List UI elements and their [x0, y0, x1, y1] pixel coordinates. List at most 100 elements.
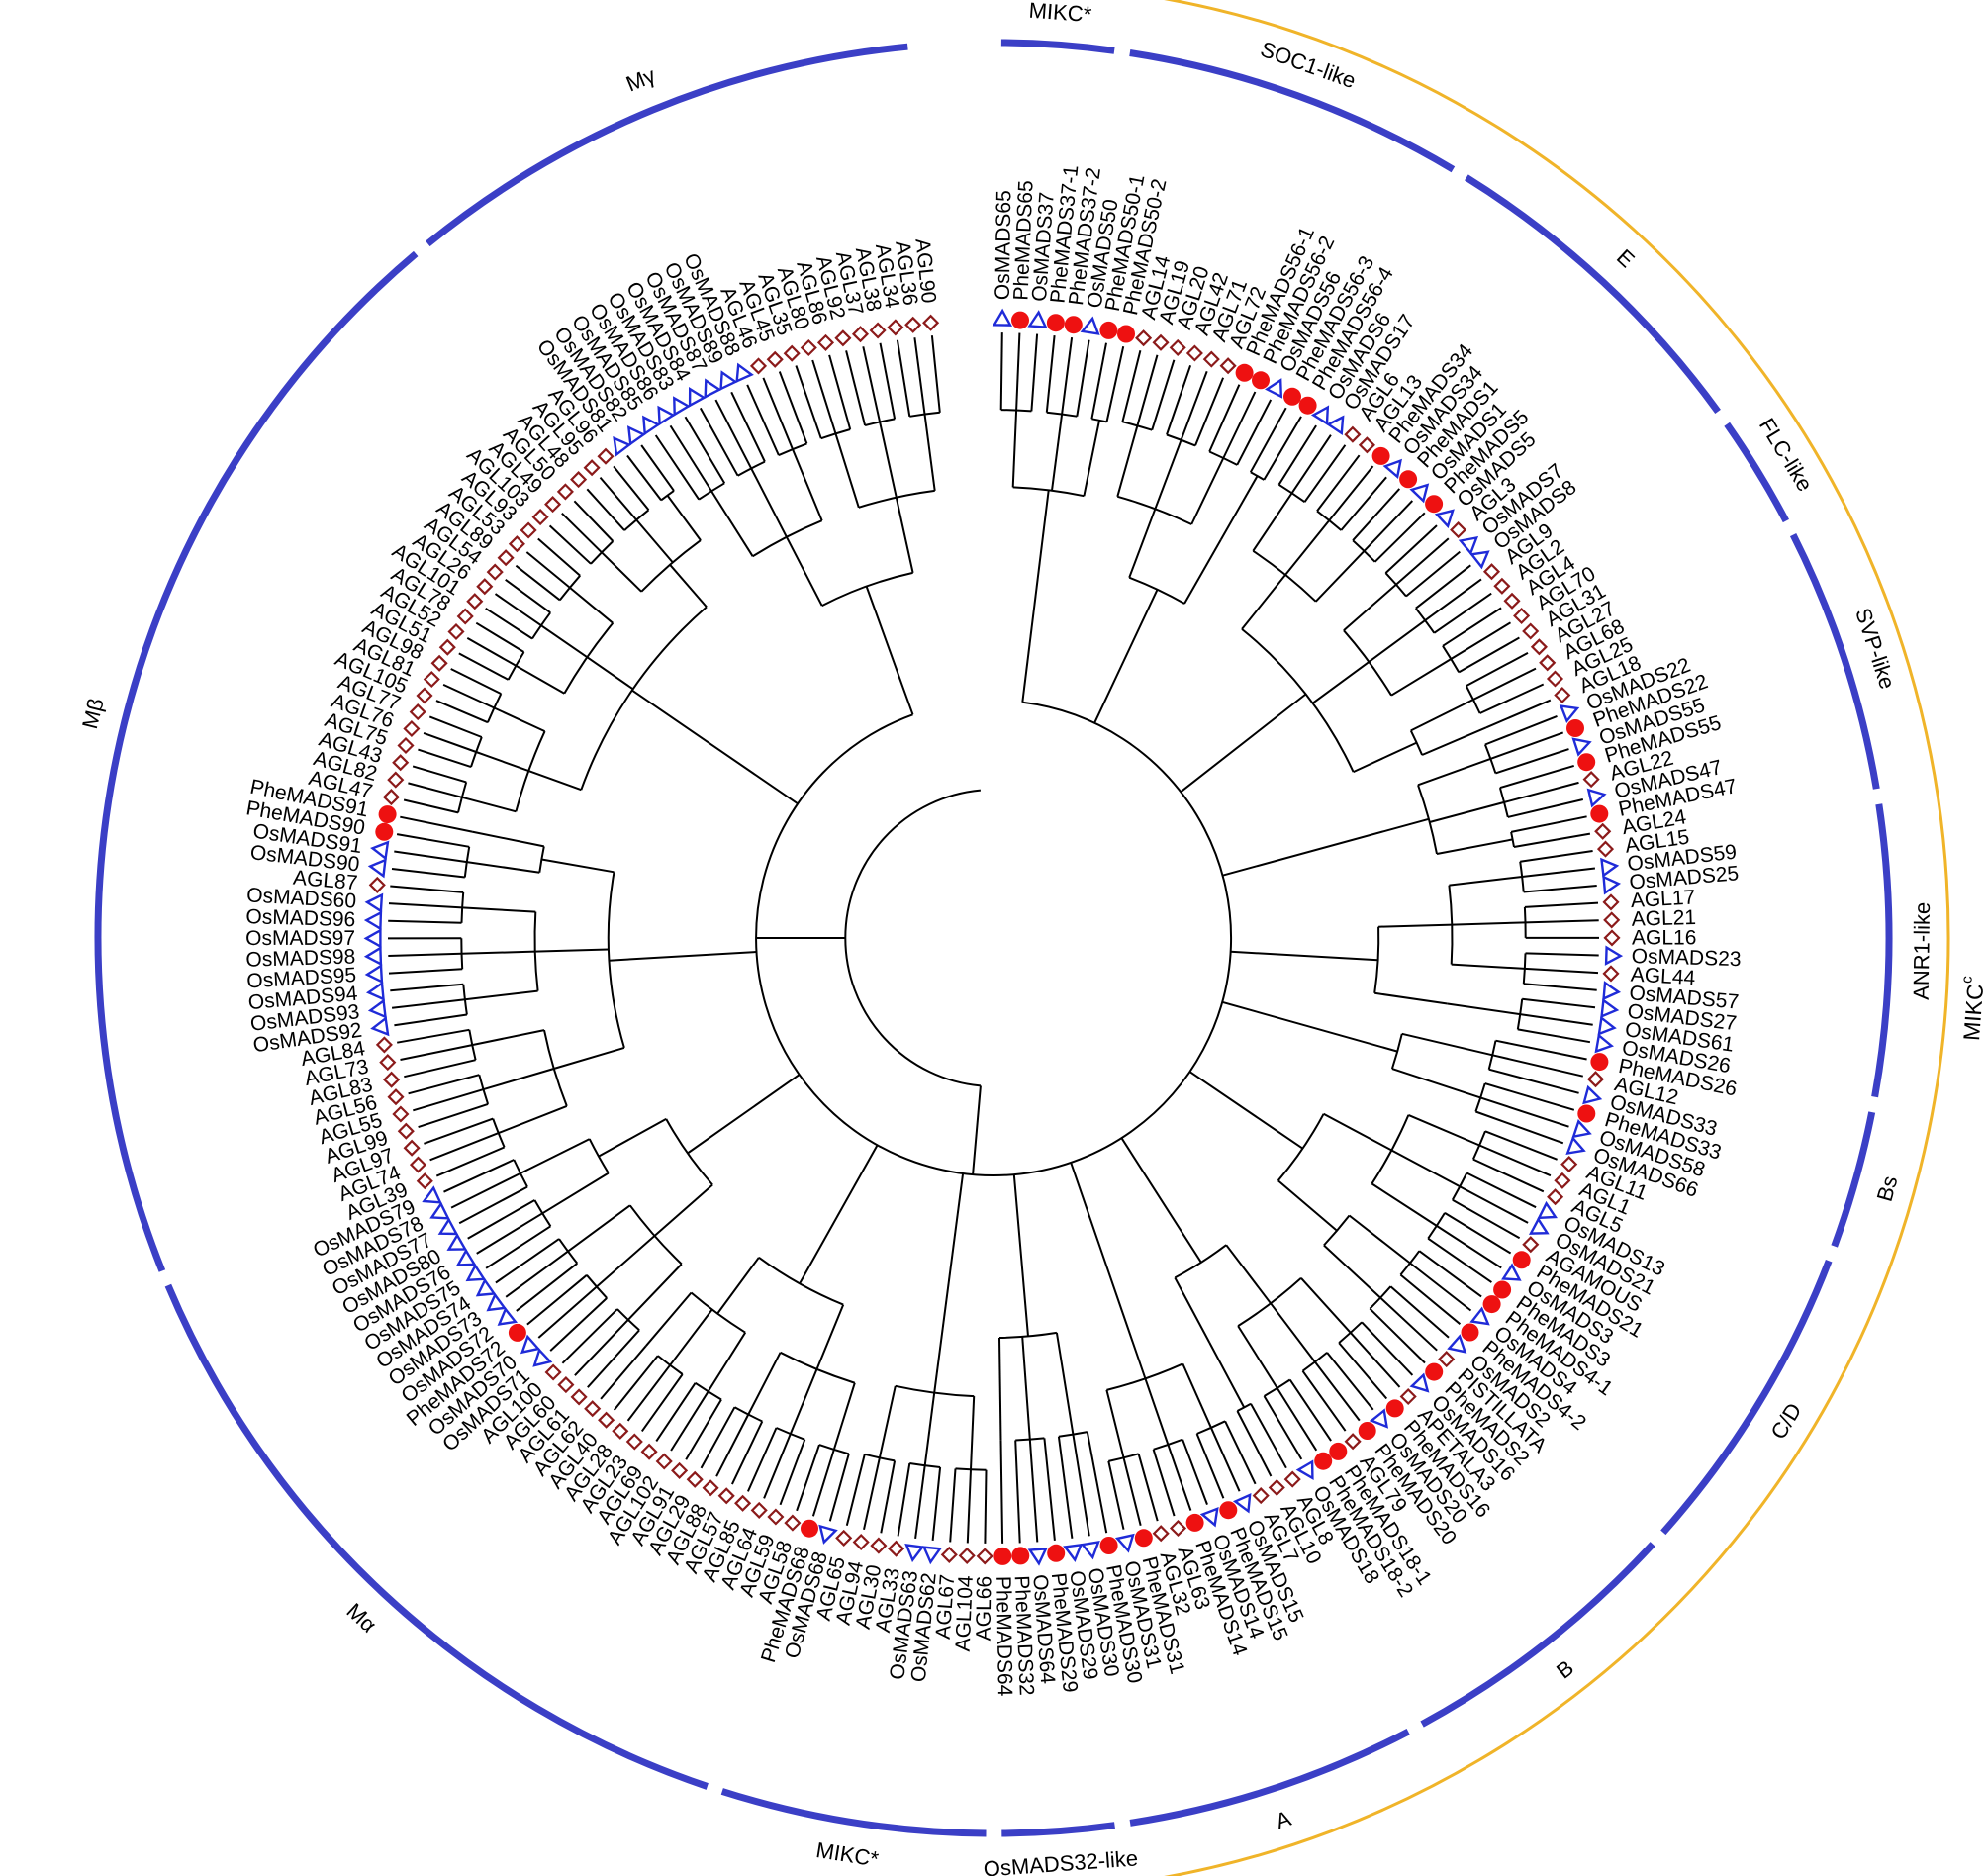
triangle-marker — [1080, 316, 1100, 335]
diamond-marker — [800, 338, 817, 357]
triangle-marker — [1602, 875, 1622, 895]
subfamily-arc — [720, 1788, 987, 1837]
triangle-marker — [1027, 310, 1048, 328]
diamond-marker — [1522, 622, 1540, 640]
leaf-label: AGL66 — [973, 1576, 996, 1642]
circle-marker — [1371, 446, 1390, 465]
triangle-marker — [1528, 1216, 1550, 1235]
triangle-marker — [1027, 1548, 1048, 1566]
subfamily-arc — [1831, 1111, 1876, 1248]
circle-marker — [1219, 1501, 1238, 1520]
subfamily-label: MIKC* — [814, 1837, 881, 1872]
diamond-marker — [368, 876, 386, 893]
circle-marker — [801, 1519, 818, 1538]
subfamily-label: Bs — [1872, 1173, 1903, 1204]
circle-marker — [1577, 1104, 1596, 1123]
triangle-marker — [486, 1292, 507, 1312]
triangle-marker — [1501, 1263, 1522, 1281]
diamond-marker — [447, 622, 465, 641]
diamond-marker — [1135, 329, 1153, 347]
leaf-label: OsMADS23 — [1631, 945, 1741, 971]
triangle-marker — [365, 981, 385, 1001]
triangle-marker — [422, 1185, 442, 1204]
triangle-marker — [1559, 704, 1580, 724]
circle-marker — [1298, 396, 1317, 415]
diamond-marker — [531, 509, 549, 526]
subfamily-label: MIKC* — [1028, 0, 1093, 27]
diamond-marker — [767, 1508, 785, 1526]
diamond-marker — [1596, 840, 1615, 858]
triangle-marker — [1382, 458, 1402, 480]
circle-marker — [375, 822, 394, 841]
diamond-marker — [476, 578, 494, 596]
triangle-marker — [1600, 857, 1620, 878]
triangle-marker — [455, 1248, 477, 1266]
circle-marker — [1425, 495, 1444, 514]
triangle-marker — [1571, 1118, 1592, 1139]
subfamily-arc — [1465, 174, 1721, 414]
diamond-marker — [1344, 425, 1362, 443]
triangle-marker — [626, 425, 646, 446]
diamond-marker — [1482, 563, 1501, 581]
diamond-marker — [557, 1376, 575, 1394]
diamond-marker — [416, 687, 433, 704]
circle-marker — [1425, 1362, 1444, 1381]
triangle-marker — [1434, 509, 1455, 529]
diamond-marker — [783, 344, 801, 362]
diamond-marker — [1602, 893, 1620, 911]
diamond-marker — [409, 704, 426, 721]
triangle-marker — [1265, 378, 1283, 399]
triangle-marker — [642, 415, 661, 436]
subfamily-label: OsMADS32-like — [983, 1845, 1139, 1876]
diamond-marker — [1546, 670, 1564, 688]
circle-marker — [1493, 1280, 1512, 1299]
diamond-marker — [1185, 344, 1203, 362]
diamond-marker — [834, 329, 852, 347]
subfamily-arc — [426, 43, 908, 247]
subfamily-label: C/D — [1765, 1399, 1806, 1444]
diamond-marker — [383, 1071, 401, 1088]
diamond-marker — [655, 1453, 673, 1470]
diamond-marker — [749, 357, 768, 375]
circle-marker — [1047, 1544, 1066, 1562]
tree-branches — [387, 332, 1599, 1544]
triangle-marker — [363, 928, 382, 949]
diamond-marker — [1503, 592, 1521, 610]
subfamily-arc — [164, 1283, 709, 1790]
diamond-marker — [1493, 577, 1511, 595]
circle-marker — [1235, 363, 1254, 382]
diamond-marker — [430, 654, 448, 672]
diamond-marker — [1603, 929, 1621, 947]
diamond-marker — [397, 1122, 415, 1140]
triangle-marker — [367, 858, 387, 879]
circle-marker — [993, 1547, 1012, 1565]
diamond-marker — [784, 1514, 802, 1532]
diamond-marker — [397, 736, 415, 755]
subfamily-label: Mγ — [622, 62, 659, 96]
diamond-marker — [598, 1411, 615, 1429]
diamond-marker — [544, 496, 562, 514]
circle-marker — [378, 805, 397, 824]
circle-marker — [1385, 1399, 1404, 1418]
triangle-marker — [1582, 1084, 1603, 1105]
triangle-marker — [1565, 1135, 1586, 1156]
diamond-marker — [497, 549, 515, 567]
diamond-marker — [423, 670, 440, 689]
triangle-marker — [688, 387, 707, 408]
diamond-marker — [976, 1548, 993, 1565]
diamond-marker — [1530, 638, 1548, 656]
diamond-marker — [1594, 822, 1612, 840]
triangle-marker — [735, 362, 754, 384]
circle-marker — [1011, 311, 1029, 329]
subfamily-label: A — [1273, 1806, 1294, 1833]
diamond-marker — [1252, 1487, 1270, 1505]
circle-marker — [1134, 1529, 1153, 1548]
circle-marker — [1185, 1513, 1204, 1532]
leaf-label: AGL16 — [1632, 926, 1696, 949]
triangle-marker — [992, 308, 1013, 327]
circle-marker — [1046, 314, 1065, 332]
diamond-marker — [387, 1088, 405, 1106]
subfamily-arc — [1871, 803, 1893, 1098]
leaf-label: PheMADS65 — [1009, 180, 1037, 301]
leaf-label: AGL104 — [952, 1575, 978, 1652]
